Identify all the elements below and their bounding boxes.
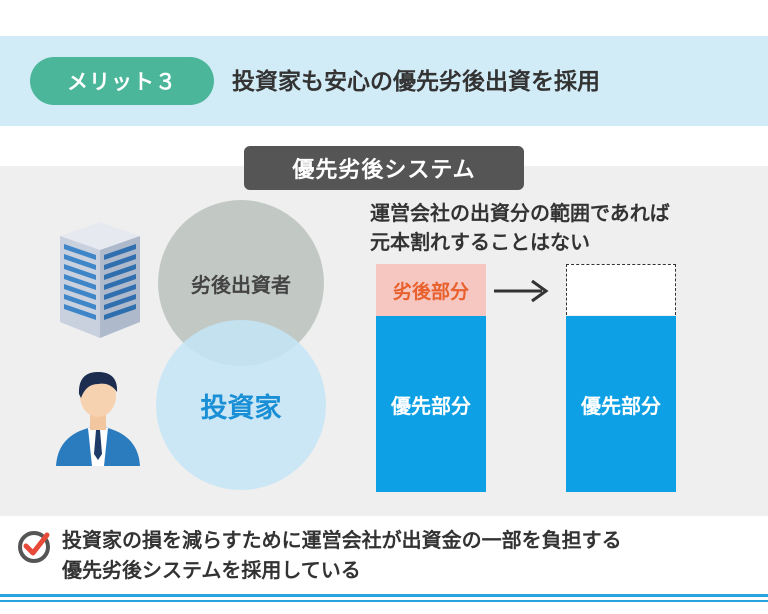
note-line-1: 運営会社の出資分の範囲であれば — [370, 201, 670, 225]
arrow-right-icon — [494, 279, 549, 303]
investor-label: 投資家 — [200, 392, 282, 424]
footer-rule — [0, 594, 768, 597]
protection-note: 運営会社の出資分の範囲であれば 元本割れすることはない — [370, 199, 760, 257]
system-title: 優先劣後システム — [244, 146, 524, 190]
note-line-2: 元本割れすることはない — [370, 230, 590, 254]
bar-after-absorbed-segment — [566, 264, 676, 315]
bar-after-senior-segment: 優先部分 — [566, 316, 676, 492]
footer-summary: 投資家の損を減らすために運営会社が出資金の一部を負担する 優先劣後システムを採用… — [62, 525, 622, 585]
footer-rule — [0, 600, 768, 602]
subordinate-investor-label: 劣後出資者 — [191, 272, 291, 297]
merit-badge: メリット３ — [30, 57, 214, 105]
headline: 投資家も安心の優先劣後出資を採用 — [232, 69, 600, 95]
check-circle-icon — [18, 531, 50, 563]
building-icon — [60, 222, 140, 338]
footer-line-2: 優先劣後システムを採用している — [62, 558, 361, 582]
investor-circle: 投資家 — [156, 320, 326, 490]
bar-before-subordinate-segment: 劣後部分 — [376, 264, 486, 316]
footer-line-1: 投資家の損を減らすために運営会社が出資金の一部を負担する — [62, 528, 622, 552]
bar-before-senior-segment: 優先部分 — [376, 316, 486, 492]
businessman-icon — [56, 372, 140, 466]
